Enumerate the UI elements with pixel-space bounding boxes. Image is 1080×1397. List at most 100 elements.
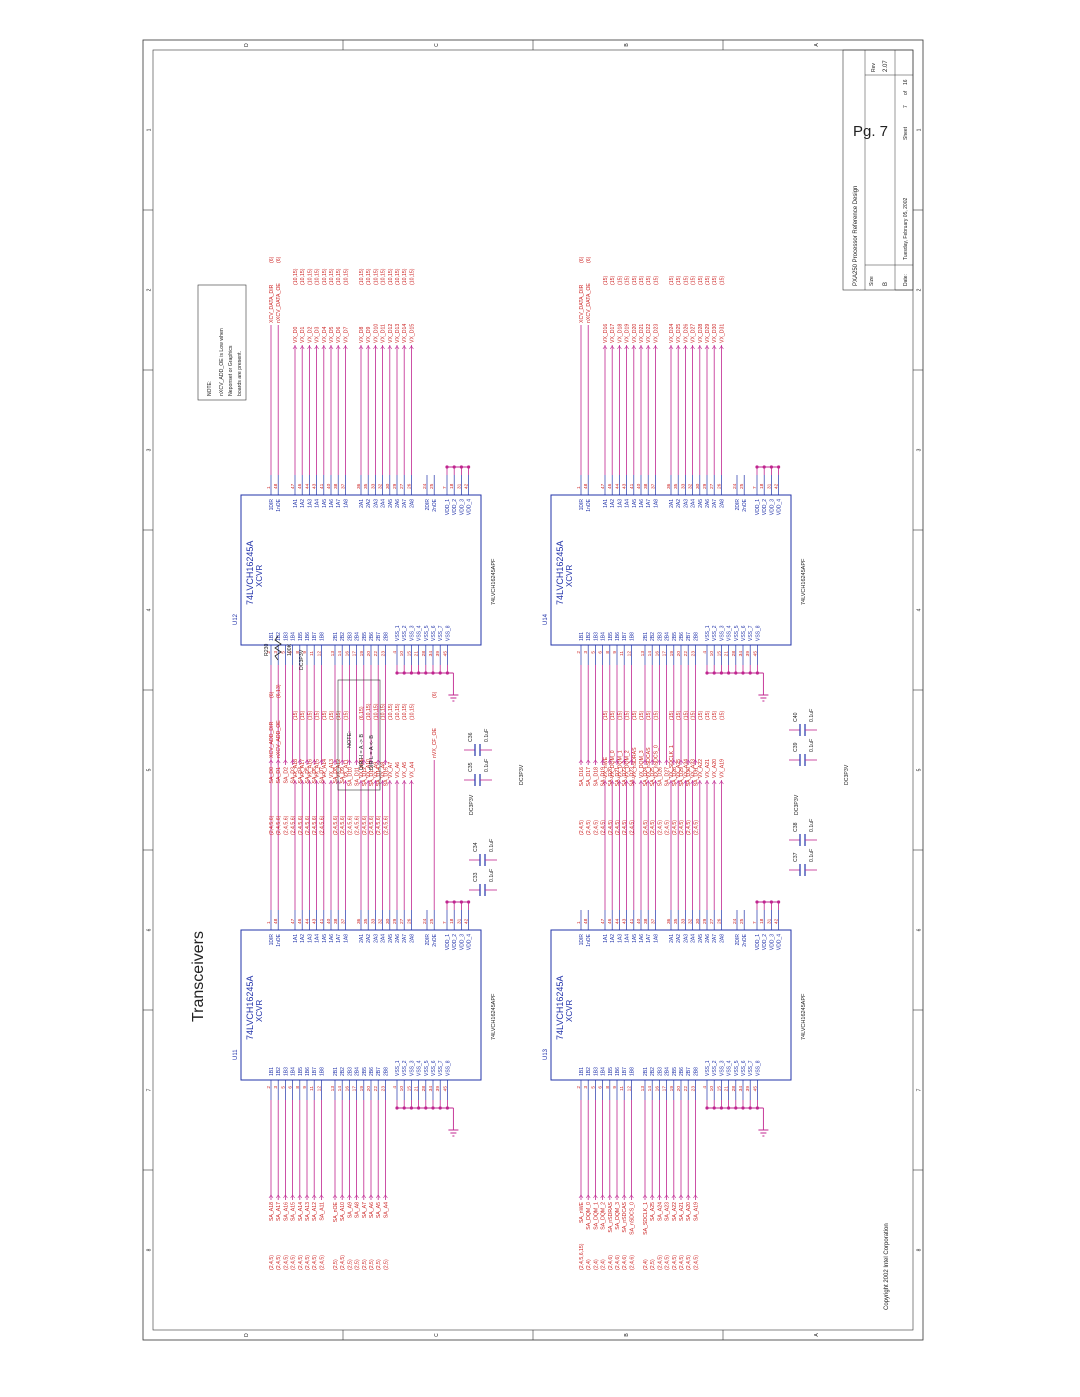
chip-part-number: 74LVCH16245A [245,541,255,605]
pin-number: 39 [435,1086,441,1092]
pin-name: VDD_2 [762,934,768,950]
pin-name: 1A6 [329,934,335,943]
pin-name: 1DIR [579,499,585,511]
chip-body [240,929,482,1081]
bus-entry [380,345,385,350]
pin-number: 5 [590,651,596,654]
zone-label: C [434,43,440,47]
pin-name: 2A3 [683,934,689,943]
pin-number: 23 [380,1086,386,1092]
pin-name: VSS_1 [705,625,711,641]
pin-number: 46 [607,918,613,924]
pin-number: 25 [429,483,435,489]
net-ref: (2,4,6) [608,1255,614,1270]
junction-dot [395,1106,399,1110]
net-ref: (15) [691,276,697,285]
pin-number: 20 [676,1086,682,1092]
junction-dot [769,465,774,469]
pin-number: 33 [680,918,686,924]
pin-name: 2B6 [679,1067,685,1076]
pin-name: 1DIR [269,499,275,511]
bus-entry [375,1194,381,1199]
pin-name: 1A8 [653,499,659,508]
junction-dot [734,1106,738,1110]
bus-entry [614,1194,620,1199]
pin-number: 16 [654,651,660,657]
pin-number: 41 [319,483,325,489]
net-ref: (15) [329,711,335,720]
pin-number: 37 [650,483,656,489]
net-ref: (10,15) [366,268,372,285]
pin-number: 33 [370,483,376,489]
bus-entry [693,1194,698,1199]
net-label: SA_nOE [333,1201,339,1222]
pin-number: 11 [619,651,625,656]
note-box [337,679,381,791]
pin-number: 22 [373,651,379,657]
pin-name: 2A8 [409,499,415,508]
pin-number: 20 [676,651,682,657]
bus-entry [332,1194,338,1199]
bus-entry [319,759,324,764]
zone-label: D [244,1333,250,1337]
pin-name: VSS_4 [727,625,733,641]
pin-name: 2nOE [742,498,748,511]
pin-name: VSS_7 [748,625,754,641]
bus-entry [685,1194,691,1199]
pin-name: VSS_7 [438,1060,444,1076]
net-ref: (10,15) [402,703,408,720]
net-ref: (2,4,5) [593,820,599,835]
pin-number: 19 [669,1086,675,1092]
zone-label: A [814,1333,820,1337]
pin-number: 24 [732,483,738,489]
net-label: VX_A17 [300,759,306,778]
net-ref: (2,5) [362,1259,368,1270]
bus-entry [683,780,688,785]
net-ref: (10,15) [381,703,387,720]
pin-number: 23 [690,651,696,657]
pin-name: 1B3 [593,1067,599,1076]
bus-entry [383,1194,388,1199]
pin-name: 1A6 [639,934,645,943]
net-label: SA_D13 [369,767,375,786]
pin-name: 1A5 [632,934,638,943]
junction-dot [459,465,463,469]
pin-name: 1B8 [629,632,635,641]
bus-entry [299,780,305,785]
net-label: SA_D14 [376,767,382,786]
pin-name: VSS_5 [734,1060,740,1076]
pin-number: 7 [752,486,758,489]
pin-number: 18 [449,918,455,924]
net-ref: (15) [610,276,616,285]
title-block-box [842,49,914,291]
pin-name: 1A1 [603,934,609,943]
net-ref: (15) [705,276,711,285]
pin-number: 29 [392,918,398,924]
net-ref: (10,15) [336,268,342,285]
ctrl-net-label: XCV_DATA_DIR [269,284,275,323]
bus-entry [578,759,584,764]
pin-name: 1B7 [312,632,318,641]
pin-name: 2A2 [676,499,682,508]
note-head: NOTE: [207,381,213,396]
pin-number: 31 [766,483,772,489]
zone-label: C [434,1333,440,1337]
net-label: VX_A22 [698,759,704,778]
pin-number: 21 [414,1086,420,1092]
pin-number: 20 [366,1086,372,1092]
net-label: SA_A9 [347,1202,353,1218]
bus-entry [671,759,677,764]
net-ref: (2,4,6) [615,1255,621,1270]
pin-number: 28 [421,1086,427,1092]
net-label: SA_A11 [319,1202,325,1221]
pin-name: 2DIR [425,499,431,511]
bus-entry [328,345,334,350]
pin-name: 1A3 [617,934,623,943]
pin-number: 8 [295,651,301,654]
pin-number: 2 [576,1086,582,1089]
tb-date-label: Date: [903,274,909,286]
